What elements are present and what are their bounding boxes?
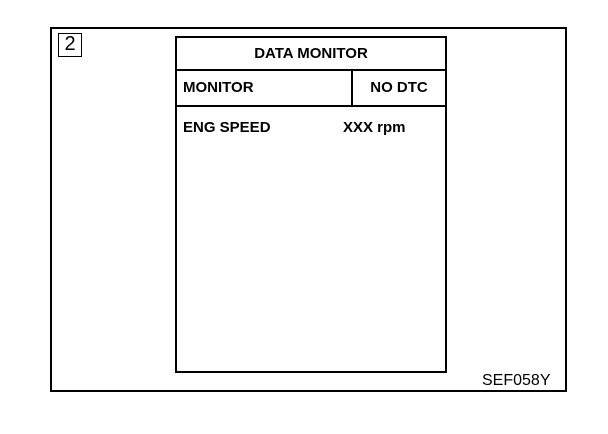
step-number-badge: 2 bbox=[58, 33, 82, 57]
header-divider bbox=[351, 71, 353, 105]
consult-screen: DATA MONITOR MONITOR NO DTC ENG SPEED XX… bbox=[175, 36, 447, 373]
figure-frame bbox=[50, 27, 567, 392]
monitor-item-row: ENG SPEED XXX rpm bbox=[177, 118, 445, 138]
monitor-header-row: MONITOR NO DTC bbox=[177, 71, 445, 107]
screen-title: DATA MONITOR bbox=[177, 38, 445, 71]
figure-code: SEF058Y bbox=[482, 372, 551, 389]
monitor-column-label: MONITOR bbox=[183, 79, 254, 96]
monitor-item-label: ENG SPEED bbox=[183, 119, 271, 136]
dtc-status-label: NO DTC bbox=[370, 79, 428, 96]
monitor-item-value: XXX rpm bbox=[343, 119, 406, 136]
